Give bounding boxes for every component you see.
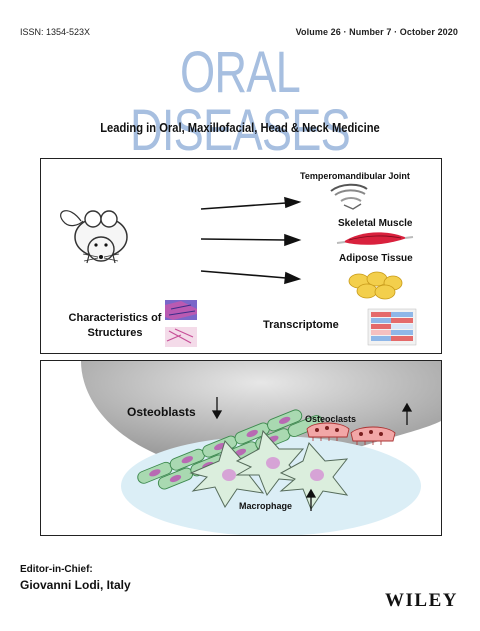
- cover-figure-bottom-panel: Osteoblasts Osteoclasts Macrophage: [40, 360, 442, 536]
- journal-title: ORAL DISEASES: [129, 40, 351, 163]
- label-osteoblasts: Osteoblasts: [127, 405, 196, 419]
- histology-images: [165, 300, 197, 347]
- bottom-panel-illustration: [81, 361, 441, 535]
- mouse-icon: [60, 210, 128, 264]
- label-osteoclasts: Osteoclasts: [305, 414, 357, 424]
- arrow-icons: [200, 196, 302, 285]
- issn: ISSN: 1354-523X: [20, 27, 91, 37]
- skeletal-muscle-icon: [336, 232, 414, 245]
- label-characteristics-of-structures: Characteristics of Structures: [68, 312, 162, 339]
- editor-name: Giovanni Lodi, Italy: [20, 578, 131, 592]
- label-macrophage: Macrophage: [239, 501, 293, 511]
- indicator-arrows: [211, 397, 413, 511]
- osteoclast-cells: [306, 422, 396, 445]
- temperomandibular-joint-icon: [330, 183, 368, 210]
- label-adipose-tissue: Adipose Tissue: [339, 253, 413, 264]
- top-panel-illustration: [60, 183, 417, 347]
- label-skeletal-muscle: Skeletal Muscle: [338, 218, 413, 229]
- journal-subtitle: Leading in Oral, Maxillofacial, Head & N…: [100, 120, 380, 135]
- label-transcriptome: Transcriptome: [263, 319, 339, 331]
- editor-label: Editor-in-Chief:: [20, 564, 93, 575]
- cover-figure-top-panel: Temperomandibular Joint Skeletal Muscle …: [40, 158, 442, 354]
- adipose-tissue-icon: [348, 271, 403, 300]
- label-temperomandibular-joint: Temperomandibular Joint: [300, 171, 410, 181]
- macrophage-cells: [189, 429, 349, 511]
- transcriptome-heatmap: [367, 308, 417, 346]
- issue-info: Volume 26 · Number 7 · October 2020: [295, 27, 458, 37]
- publisher-logo: WILEY: [385, 590, 458, 611]
